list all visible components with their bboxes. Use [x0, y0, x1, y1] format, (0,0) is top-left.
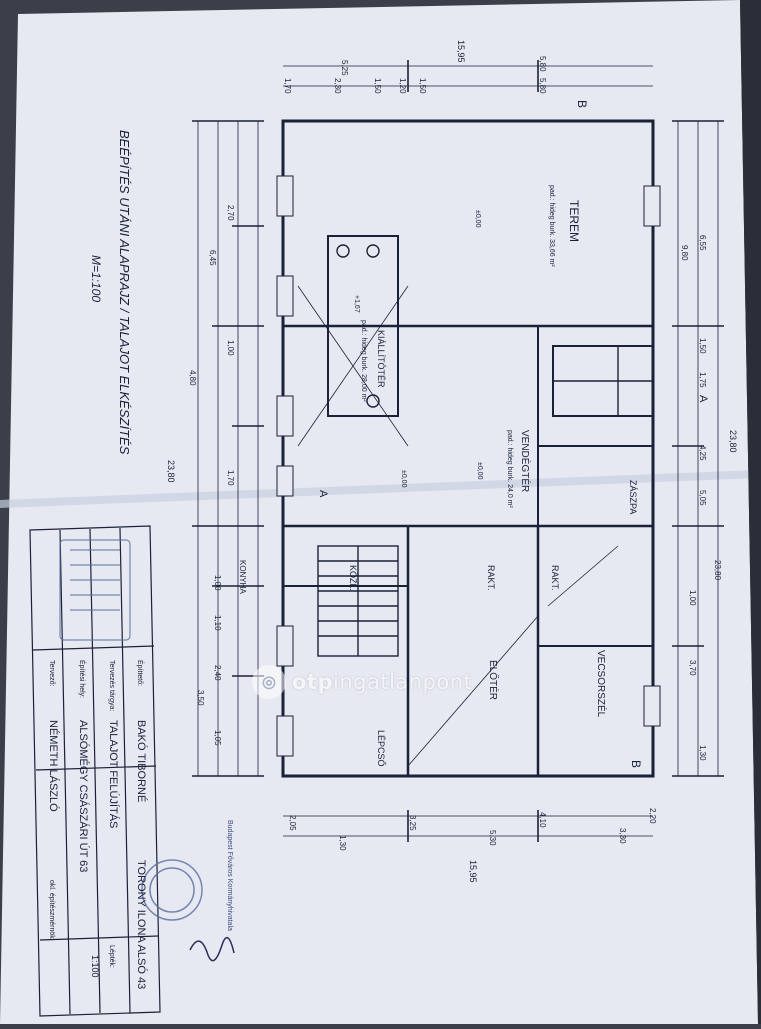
dim-left-9: 3,50: [196, 690, 205, 706]
dim-top-3: 1,70: [283, 78, 292, 94]
room-label-eloter: ELŐTÉR: [487, 660, 501, 700]
outer-wall: [281, 119, 655, 778]
dim-right-4: 4,25: [698, 445, 707, 461]
tb-owner-label: Építtető:: [136, 660, 145, 686]
dim-right-0: 6,55: [698, 235, 707, 251]
dim-overall-length-left: 23,80: [166, 460, 176, 483]
level-mark-2: ±0,00: [476, 462, 483, 480]
room-label-rakt-2: RAKT.: [550, 565, 560, 591]
level-mark-3: ±0,00: [400, 470, 407, 488]
dim-left-0: 2,70: [226, 205, 235, 221]
dim-left-3: 4,80: [188, 370, 197, 386]
dim-bottom-1: 3,25: [408, 815, 417, 831]
dim-bottom-4: 1,30: [338, 835, 347, 851]
dim-left-7: 2,40: [213, 665, 222, 681]
room-label-vecsorszel: VECSORSZÉL: [595, 650, 608, 718]
dim-top-6: 1,20: [398, 78, 407, 94]
stair-block: [317, 545, 399, 657]
dim-top-0: 5,25: [340, 60, 349, 76]
dim-left-5: 1,00: [213, 575, 222, 591]
dim-top-2: 5,80: [538, 78, 547, 94]
room-label-kiallitoter: KIÁLLÍTÓTÉR: [376, 330, 386, 388]
room-note-vendegter: pad.: hideg burk. 24,0 m²: [506, 430, 513, 508]
dim-overall-length-right: 23,80: [728, 430, 738, 453]
tb-scale-label: Lépték:: [108, 945, 115, 968]
dimension-lines: [197, 65, 719, 837]
dimension-ticks: [192, 60, 724, 842]
dim-top-4: 2,30: [333, 78, 342, 94]
stamp-round: [141, 859, 203, 921]
tb-owner: BAKÓ TIBORNÉ: [135, 720, 148, 802]
windows: [276, 175, 661, 757]
room-label-zaszpa: ZÁSZPA: [628, 480, 638, 514]
tb-designer-note: okl. építészmérnök: [48, 880, 55, 939]
stamp-text: Budapest Főváros Kormányhivatala: [226, 820, 233, 931]
paper-edge-shadow: [740, 0, 761, 1024]
dim-bottom-0: 2,05: [288, 815, 297, 831]
room-note-kiallitoter: pad.: hideg burk. 28,00 m²: [360, 320, 367, 402]
dim-top-5: 1,50: [373, 78, 382, 94]
dim-right-5: 5,05: [698, 490, 707, 506]
dim-right-8: 1,30: [698, 745, 707, 761]
level-mark-4: +1,67: [353, 295, 360, 313]
dim-right-6: 1,00: [688, 590, 697, 606]
room-label-rakt-1: RAKT.: [486, 565, 496, 591]
dim-bottom-6: 3,30: [618, 828, 627, 844]
dim-bottom-5: 5,30: [488, 830, 497, 846]
tb-project: TALAJOT FELÚJÍTÁS: [107, 720, 120, 828]
dim-right-1: 9,80: [680, 245, 689, 261]
dim-overall-width-top: 15,95: [456, 40, 466, 63]
room-note-terem: pad.: hideg burk. 33,66 m²: [548, 185, 555, 267]
tb-designer-label: Tervező:: [48, 660, 55, 687]
paper-fold-shadow: [0, 470, 758, 508]
dim-bottom-2: 4,10: [538, 812, 547, 828]
room-label-lepcso: LÉPCSŐ: [376, 730, 386, 767]
signature-mark: [189, 936, 235, 962]
dim-top-7: 1,50: [418, 78, 427, 94]
plan-rotated-group: [192, 60, 724, 842]
dim-overall-width-bottom: 15,95: [468, 860, 478, 883]
tb-project-label: Tervezés tárgya:: [108, 660, 115, 711]
sheet-title: BEÉPÍTÉS UTÁNI ALAPRAJZ / TALAJOT ELKÉSZ…: [117, 130, 132, 455]
tb-scale-value: 1:100: [90, 955, 100, 978]
tb-site-label: Építési hely:: [78, 660, 87, 698]
tb-owner-address: TORONY ILONA ALSÓ 43: [135, 860, 148, 989]
dim-right-3: 1,75: [698, 372, 707, 388]
level-mark-1: ±0,00: [474, 210, 481, 228]
room-label-vendegter: VENDÉGTÉR: [519, 430, 532, 492]
dim-left-4: 1,70: [226, 470, 235, 486]
podium: [327, 235, 399, 417]
dim-left-2: 1,00: [226, 340, 235, 356]
dim-left-1: 6,45: [208, 250, 217, 266]
dim-right-9: 23,80: [713, 560, 722, 581]
section-marker-b-bottom: B: [629, 760, 643, 768]
room-label-konyha: KONYHA: [238, 560, 247, 594]
section-marker-a-right: A: [697, 395, 709, 403]
sheet-scale: M=1:100: [89, 255, 103, 302]
room-label-terem: TEREM: [567, 200, 581, 242]
dim-left-6: 1,10: [213, 615, 222, 631]
dim-top-1: 5,80: [538, 56, 547, 72]
room-label-kozl: KÖZL.: [348, 565, 358, 591]
dim-left-8: 1,05: [213, 730, 222, 746]
dim-bottom-3: 2,20: [648, 808, 657, 824]
section-marker-a-left: A: [317, 490, 329, 498]
dim-right-7: 3,70: [688, 660, 697, 676]
tb-site: ALSÓMÉGY CSÁSZÁRI ÚT 63: [77, 720, 90, 872]
stamp-top: [59, 539, 131, 641]
tb-designer: NÉMETH LÁSZLÓ: [47, 720, 60, 812]
section-marker-b-top: B: [575, 100, 589, 108]
dim-right-2: 1,50: [698, 338, 707, 354]
